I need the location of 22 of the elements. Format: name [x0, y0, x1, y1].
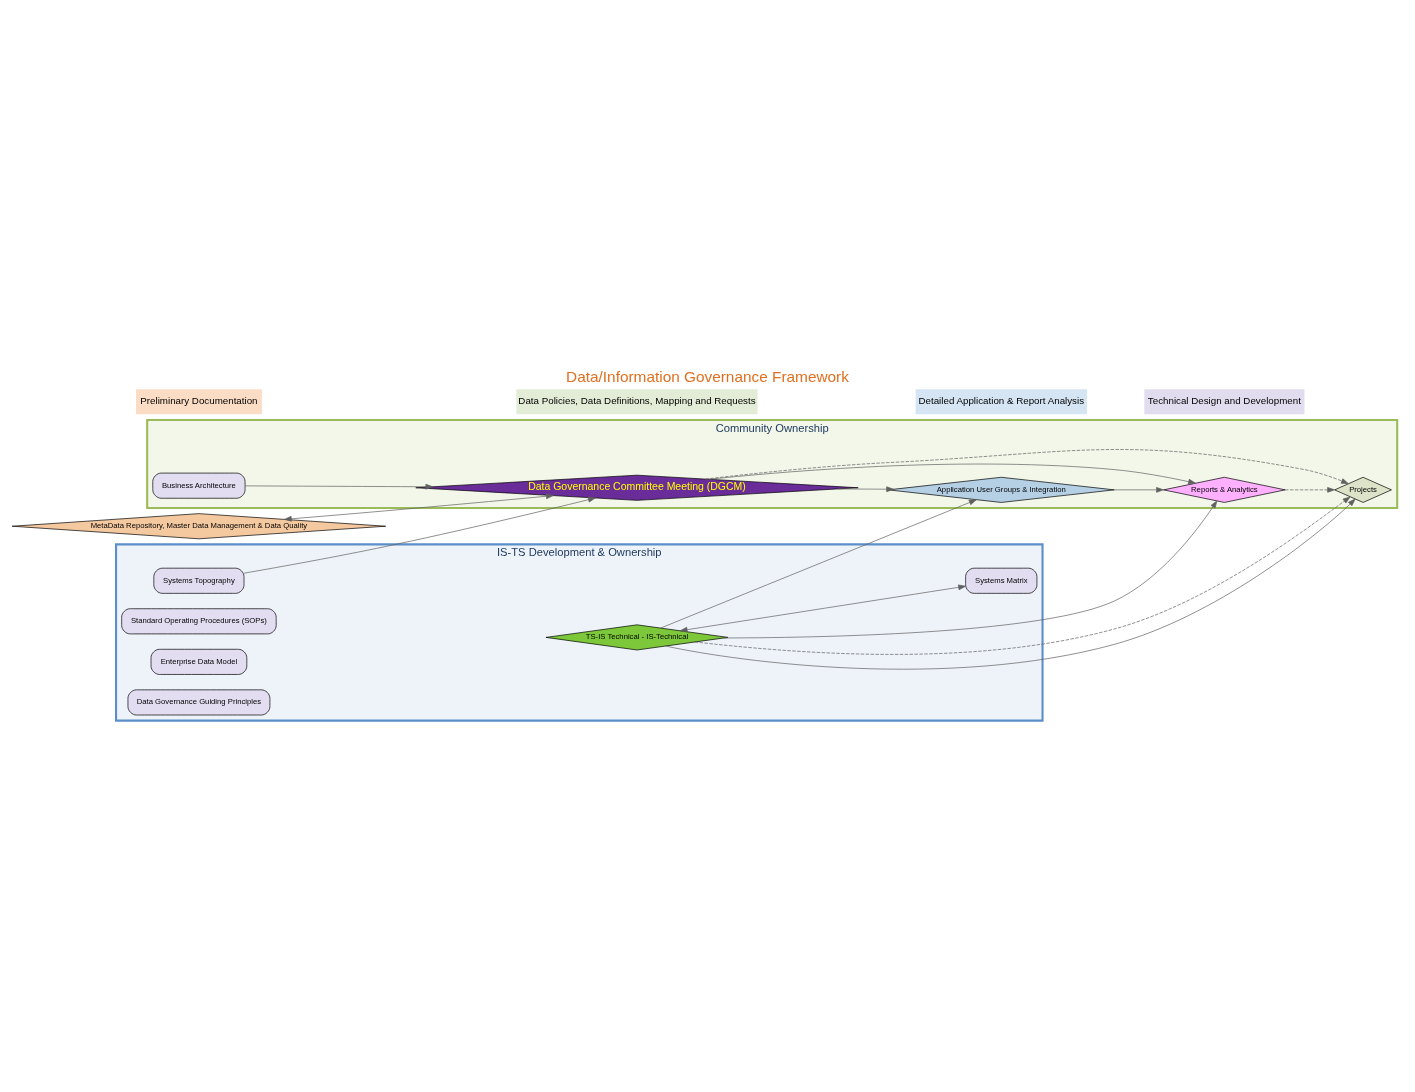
node-box: Business Architecture [152, 472, 246, 499]
arrow [660, 498, 977, 628]
arrow [243, 496, 596, 574]
node-box: Systems Topography [153, 567, 245, 594]
arrow [284, 492, 554, 522]
arrow [708, 463, 1196, 484]
arrow [705, 448, 1349, 484]
label: Detailed Application & Report Analysis [918, 394, 1085, 406]
arrow [1114, 486, 1164, 493]
label: Data Policies, Data Definitions, Mapping and Requests [518, 394, 756, 406]
label: Technical Design and Development [1147, 394, 1301, 406]
label: Preliminary Documentation [140, 394, 258, 406]
arrow [837, 485, 894, 492]
node-box: Data Governance Guiding Principles [127, 689, 271, 715]
diagram-title: Data/Information Governance Framework [566, 367, 849, 385]
arrow [244, 483, 434, 490]
arrow [723, 500, 1218, 638]
arrow [679, 584, 966, 632]
node-box: Systems Matrix [965, 567, 1038, 594]
node-box: Standard Operating Procedures (SOPs) [121, 607, 277, 634]
node-box: Enterprise Data Model [150, 648, 248, 675]
arrow [1284, 486, 1335, 493]
